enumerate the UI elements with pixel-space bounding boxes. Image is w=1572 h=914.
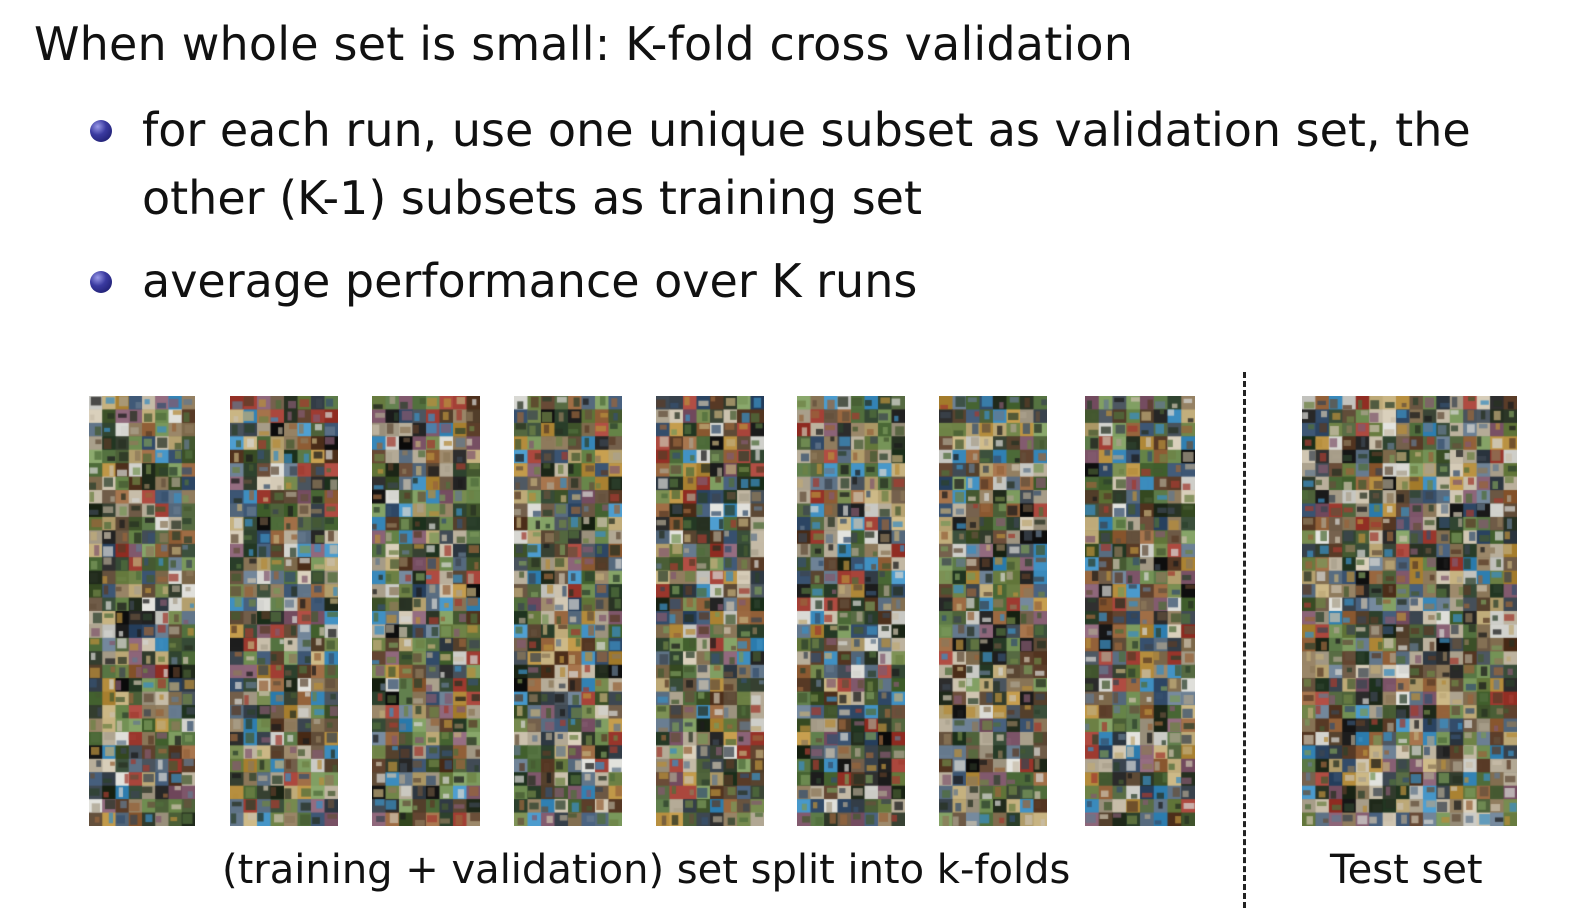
fold-3-image-grid: [372, 396, 480, 826]
fold-6-image-grid: [797, 396, 905, 826]
dashed-separator: [1243, 372, 1246, 908]
fold-2-image-grid: [230, 396, 338, 826]
slide-title: When whole set is small: K-fold cross va…: [34, 17, 1134, 71]
fold-7-image-grid: [939, 396, 1047, 826]
bullet-1-line-1: for each run, use one unique subset as v…: [142, 103, 1471, 157]
bullet-1-dot: [90, 120, 112, 142]
bullet-1-line-2: other (K-1) subsets as training set: [142, 171, 923, 225]
test-set-image-grid: [1302, 396, 1517, 826]
bullet-2-line-1: average performance over K runs: [142, 254, 918, 308]
folds-caption: (training + validation) set split into k…: [222, 847, 1071, 893]
fold-8-image-grid: [1085, 396, 1195, 826]
fold-1-image-grid: [89, 396, 195, 826]
test-set-caption: Test set: [1330, 847, 1483, 893]
fold-5-image-grid: [656, 396, 764, 826]
fold-4-image-grid: [514, 396, 622, 826]
bullet-2-dot: [90, 271, 112, 293]
